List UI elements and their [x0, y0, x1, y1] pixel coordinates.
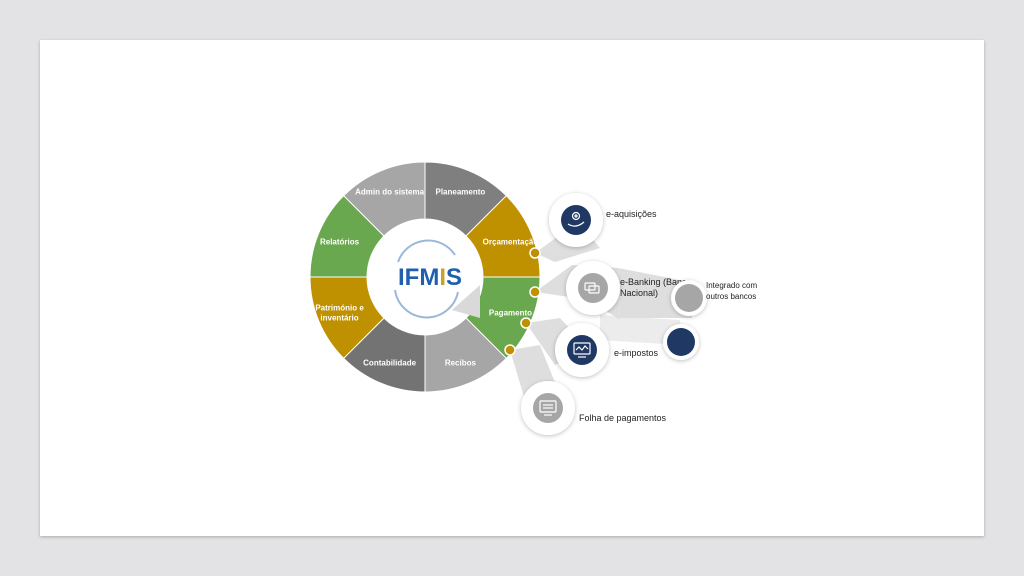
wheel-center	[367, 219, 483, 335]
logo-swoosh-bottom	[394, 289, 459, 319]
connection-dots	[504, 247, 541, 356]
wheel-segment-label: Planeamento	[435, 188, 485, 197]
hand-gear-icon	[567, 211, 585, 227]
integration-badge	[675, 284, 703, 312]
module-label: e-aquisições	[606, 209, 657, 219]
wheel-segment-label: Orçamentação	[483, 238, 539, 247]
center-notch	[452, 285, 480, 318]
module-badge	[578, 273, 608, 303]
center-circle	[367, 219, 483, 335]
module-label: e-Banking (Banco Nacional)	[620, 277, 694, 298]
integration-other-banks[interactable]: Integrado com outros bancos	[671, 280, 759, 316]
wheel-segment-label: Recibos	[445, 358, 477, 367]
connection-dot	[504, 344, 516, 356]
module-folha-de-pagamentos[interactable]: Folha de pagamentos	[521, 381, 667, 435]
integration-tax-node[interactable]	[663, 324, 699, 360]
logo-text: IFMIS	[398, 264, 462, 291]
connection-dot	[520, 317, 532, 329]
payroll-screen-icon	[539, 400, 557, 416]
bank-cards-icon	[584, 282, 600, 294]
logo-swoosh-top	[397, 239, 456, 263]
wheel-segment-label: Relatórios	[320, 238, 360, 247]
connector-impostos-bank	[600, 315, 682, 345]
module-label: e-impostos	[614, 348, 659, 358]
wheel-segment-label: Pagamento	[489, 308, 532, 317]
connection-dot	[529, 286, 541, 298]
integration-badge	[667, 328, 695, 356]
module-e-aquisicoes[interactable]: e-aquisições	[549, 193, 657, 247]
module-label: Folha de pagamentos	[579, 413, 667, 423]
connection-dot	[529, 247, 541, 259]
wheel-segment-label: Admin do sistema	[355, 188, 424, 197]
ifmis-logo: IFMIS	[394, 239, 462, 319]
module-e-banking[interactable]: e-Banking (Banco Nacional)	[566, 261, 694, 315]
monitor-icon	[573, 342, 591, 358]
integration-label: Integrado com outros bancos	[706, 281, 759, 301]
module-e-impostos[interactable]: e-impostos	[555, 323, 659, 377]
wheel-segment-label: Contabilidade	[363, 358, 416, 367]
